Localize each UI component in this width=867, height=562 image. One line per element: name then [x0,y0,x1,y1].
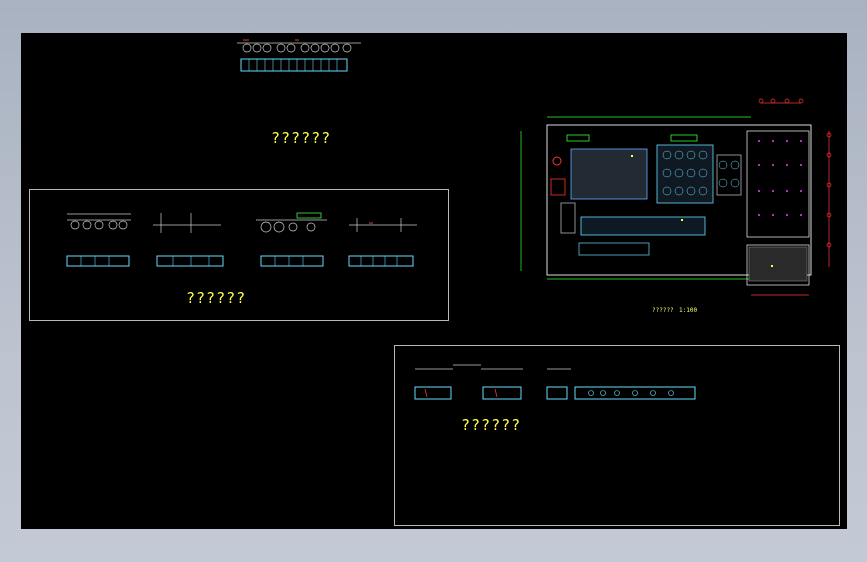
left-group-caption: ?????? [186,289,247,307]
plan-scale: 1:100 [679,307,698,314]
bottom-right-elevations [414,364,696,400]
bottom-right-caption: ?????? [461,416,522,434]
left-elevations [66,212,417,267]
plan-caption: ?????? [652,307,674,314]
top-caption: ?????? [271,129,332,147]
floor-plan-drawing [520,98,832,296]
top-elevation-drawing [237,39,361,72]
bottom-right-drawing-frame [394,345,840,526]
left-drawing-frame [29,189,449,321]
cad-drawing-canvas[interactable]: ?????? ?????? [21,33,847,529]
